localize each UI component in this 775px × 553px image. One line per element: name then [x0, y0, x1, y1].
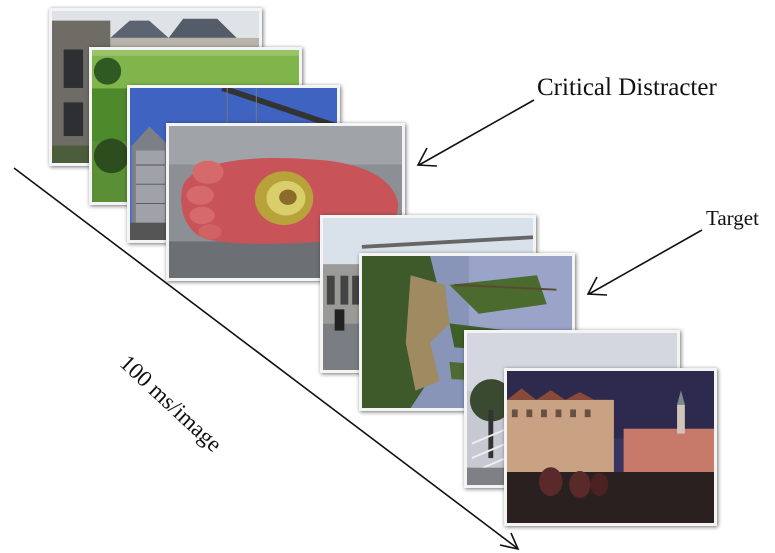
- image-old-town-square: [504, 368, 717, 526]
- target-label: Target: [706, 206, 759, 230]
- time-axis-label: 100 ms/image: [114, 350, 227, 457]
- time-axis-arrowhead: [499, 532, 520, 551]
- critical-distracter-arrow: [418, 99, 535, 166]
- target-arrowhead: [586, 276, 608, 296]
- critical-distracter-label: Critical Distracter: [537, 74, 717, 101]
- critical-distracter-arrowhead: [416, 147, 438, 167]
- target-arrow: [588, 229, 703, 295]
